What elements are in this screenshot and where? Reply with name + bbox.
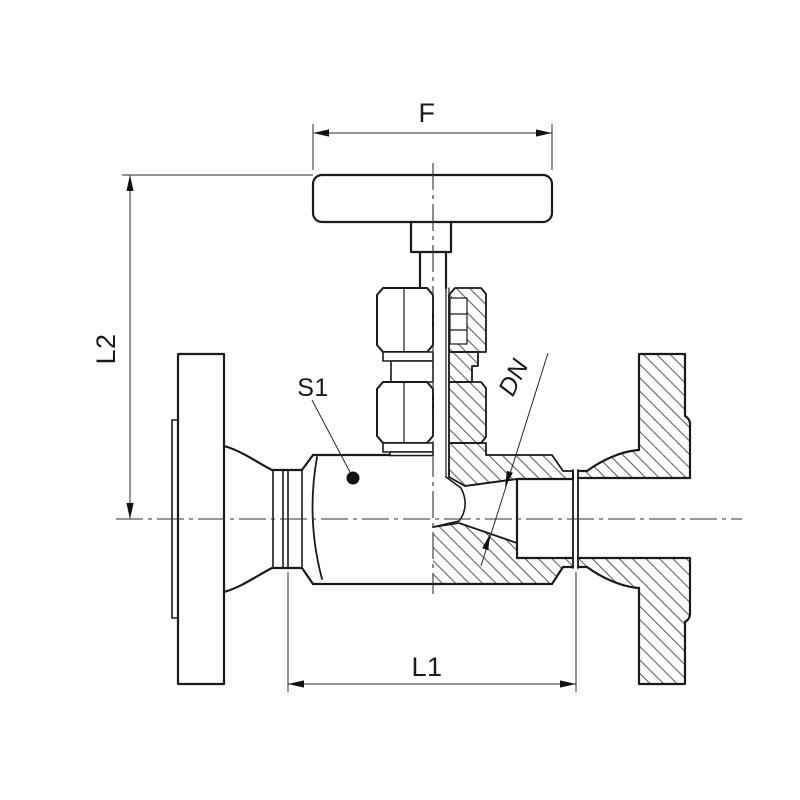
label-f: F — [419, 98, 436, 128]
bonnet-collar — [390, 360, 434, 383]
s1-dot-marker — [346, 471, 360, 485]
needle-tip — [433, 470, 466, 527]
packing-rings — [449, 297, 468, 345]
label-dn: DN — [493, 354, 535, 400]
bonnet-base-washer — [382, 442, 434, 453]
stem — [418, 250, 448, 290]
right-flange-outline — [576, 352, 692, 686]
left-hub-neck — [222, 444, 315, 594]
label-s1: S1 — [297, 374, 329, 402]
bonnet-base-ring — [389, 451, 434, 457]
dimension-l1: L1 — [287, 572, 577, 692]
body-outlet-outline — [515, 477, 575, 586]
dimension-f: F — [312, 98, 553, 170]
label-l1: L1 — [411, 652, 442, 682]
outlet-pipe-flange-section — [578, 354, 690, 684]
valve-body-section — [433, 442, 574, 584]
gland-nut-external — [376, 287, 434, 353]
annotation-s1: S1 — [297, 374, 360, 485]
needle-outline — [432, 476, 466, 528]
dimension-l2: L2 — [91, 174, 313, 519]
gland-washer — [382, 351, 434, 362]
body-turning-curve — [311, 456, 323, 580]
label-l2: L2 — [91, 333, 121, 364]
handle-boss — [409, 220, 453, 254]
bonnet-hex-external — [376, 381, 434, 444]
packing-ring-lines — [449, 313, 468, 331]
